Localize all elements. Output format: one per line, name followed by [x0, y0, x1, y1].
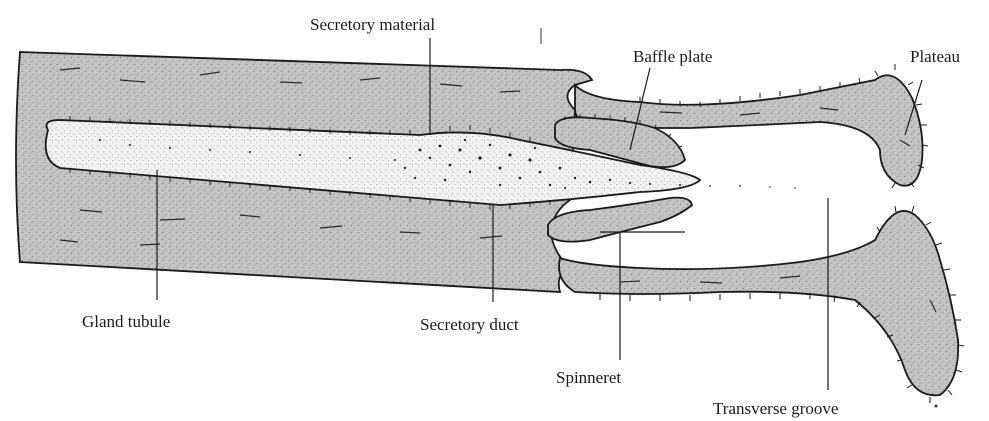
- label-transverse-groove: Transverse groove: [713, 399, 838, 418]
- label-secretory-duct: Secretory duct: [420, 315, 519, 334]
- label-secretory-material: Secretory material: [310, 15, 435, 34]
- label-plateau: Plateau: [910, 47, 961, 66]
- label-baffle-plate: Baffle plate: [633, 47, 712, 66]
- label-gland-tubule: Gland tubule: [82, 312, 170, 331]
- mark-dot: [935, 405, 938, 408]
- label-spinneret: Spinneret: [556, 368, 621, 387]
